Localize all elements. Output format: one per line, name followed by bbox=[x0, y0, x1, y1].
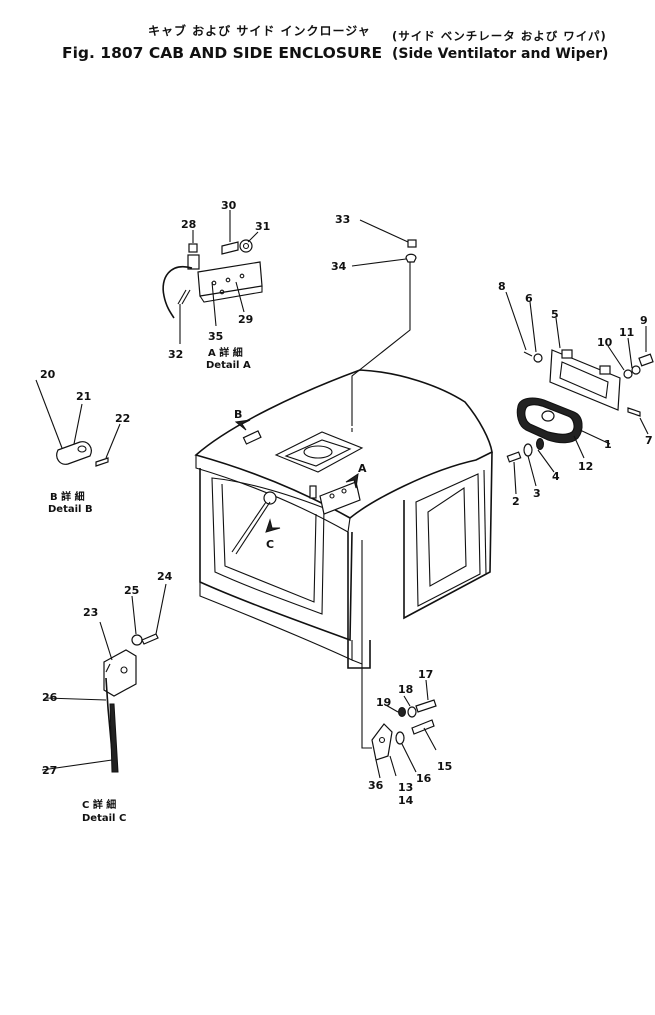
side-ventilator bbox=[505, 291, 654, 495]
view-mark-b: B bbox=[234, 408, 242, 421]
callout-32: 32 bbox=[168, 348, 183, 361]
callout-27: 27 bbox=[42, 764, 57, 777]
callout-35: 35 bbox=[208, 330, 223, 343]
callout-20: 20 bbox=[40, 368, 56, 381]
callout-3: 3 bbox=[533, 487, 541, 500]
callout-34: 34 bbox=[331, 260, 347, 273]
detail-b-jp-label: B 詳 細 bbox=[50, 490, 85, 503]
callout-8: 8 bbox=[498, 280, 506, 293]
detail-a-jp-label: A 詳 細 bbox=[208, 346, 243, 359]
callout-26: 26 bbox=[42, 691, 58, 704]
callout-25: 25 bbox=[124, 584, 139, 597]
view-arrow-b: B bbox=[234, 408, 251, 431]
detail-b-label: Detail B bbox=[48, 504, 93, 515]
callout-2: 2 bbox=[512, 495, 520, 508]
figure-title: Fig. 1807 CAB AND SIDE ENCLOSURE bbox=[62, 44, 383, 62]
view-mark-c: C bbox=[266, 538, 274, 551]
callout-12: 12 bbox=[578, 460, 593, 473]
callout-31: 31 bbox=[255, 220, 270, 233]
detail-c-wiper: C 詳 細 Detail C bbox=[41, 583, 167, 824]
callout-21: 21 bbox=[76, 390, 91, 403]
callout-22: 22 bbox=[115, 412, 130, 425]
view-arrow-c: C bbox=[265, 518, 281, 551]
detail-a: A 詳 細 Detail A bbox=[162, 210, 263, 371]
detail-c-jp-label: C 詳 細 bbox=[82, 798, 116, 811]
callout-17: 17 bbox=[418, 668, 433, 681]
callout-29: 29 bbox=[238, 313, 253, 326]
callout-16: 16 bbox=[416, 772, 432, 785]
callout-9: 9 bbox=[640, 314, 648, 327]
callout-15: 15 bbox=[437, 760, 452, 773]
view-arrow-a: A bbox=[345, 462, 367, 489]
japanese-subtitle: (サイド ベンチレータ および ワイパ) bbox=[392, 29, 607, 43]
callout-10: 10 bbox=[597, 336, 613, 349]
callout-7: 7 bbox=[645, 434, 653, 447]
japanese-title: キャブ および サイド インクロージャ bbox=[148, 24, 371, 38]
callout-30: 30 bbox=[221, 199, 237, 212]
callout-1: 1 bbox=[604, 438, 612, 451]
callout-5: 5 bbox=[551, 308, 559, 321]
callout-19: 19 bbox=[376, 696, 391, 709]
callout-4: 4 bbox=[552, 470, 560, 483]
callout-36: 36 bbox=[368, 779, 384, 792]
callout-33: 33 bbox=[335, 213, 350, 226]
figure-subtitle: (Side Ventilator and Wiper) bbox=[392, 46, 609, 62]
view-mark-a: A bbox=[358, 462, 367, 475]
roof-fastener-group bbox=[351, 219, 417, 426]
callout-11: 11 bbox=[619, 326, 634, 339]
detail-c-label: Detail C bbox=[82, 813, 126, 824]
detail-b: B 詳 細 Detail B bbox=[35, 379, 121, 515]
cab-body bbox=[194, 369, 493, 669]
callout-13: 13 bbox=[398, 781, 413, 794]
detail-a-label: Detail A bbox=[206, 360, 251, 371]
callout-6: 6 bbox=[525, 292, 533, 305]
callout-23: 23 bbox=[83, 606, 98, 619]
lower-hinge-group bbox=[361, 664, 437, 779]
callout-18: 18 bbox=[398, 683, 413, 696]
callout-28: 28 bbox=[181, 218, 196, 231]
callout-numbers: 1 2 3 4 5 6 7 8 9 10 11 12 13 14 15 16 1… bbox=[40, 199, 653, 807]
callout-14: 14 bbox=[398, 794, 414, 807]
callout-24: 24 bbox=[157, 570, 173, 583]
